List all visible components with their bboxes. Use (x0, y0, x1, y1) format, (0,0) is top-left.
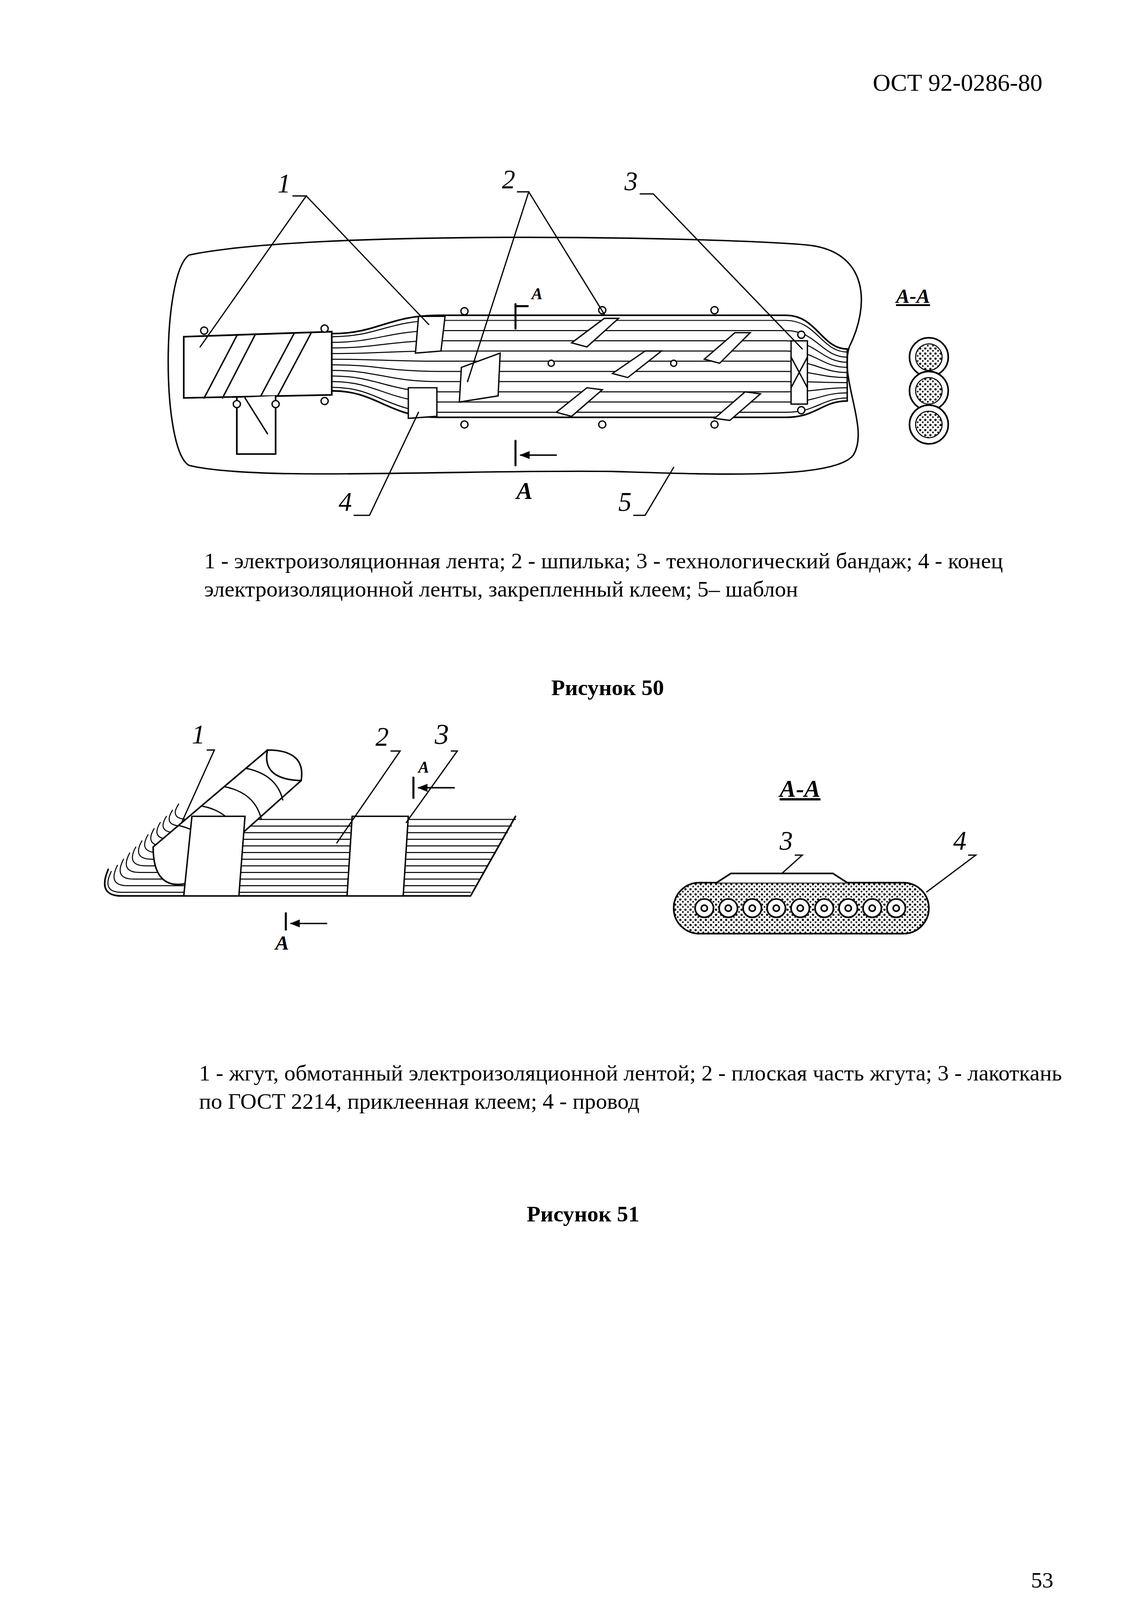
callout-number: 3 (432, 716, 451, 753)
section-letter: А (273, 930, 292, 957)
leader-line (181, 750, 976, 892)
section-title: А-А (777, 773, 823, 805)
callout-number: 2 (373, 720, 391, 755)
figure-caption: Рисунок 50 (551, 673, 664, 703)
section-title: А-А (894, 283, 933, 310)
bandage (791, 340, 808, 405)
callout-number: 2 (500, 163, 517, 197)
figure-legend: 1 - электроизоляционная лента; 2 - шпиль… (203, 547, 1021, 604)
branch (236, 396, 276, 455)
cross-section (909, 338, 949, 445)
section-letter: А (416, 757, 432, 778)
figure-51 (104, 750, 976, 934)
cross-section (673, 873, 929, 934)
section-mark (515, 304, 557, 466)
document-code: ОСТ 92-0286-80 (872, 67, 1043, 99)
figure-legend: 1 - жгут, обмотанный электроизоляционной… (198, 1059, 1077, 1116)
pin (200, 306, 805, 428)
section-letter: А (529, 283, 545, 305)
tape-band (408, 316, 761, 421)
callout-number: 3 (777, 824, 795, 859)
section-letter: А (514, 475, 535, 507)
figure-50 (168, 192, 949, 516)
figure-caption: Рисунок 51 (526, 1200, 640, 1229)
template-outline (168, 237, 862, 475)
callout-number: 1 (189, 718, 207, 752)
cloth-band (183, 816, 409, 897)
callout-number: 1 (275, 167, 293, 201)
callout-number: 3 (622, 165, 640, 199)
callout-number: 5 (616, 485, 634, 520)
taped-section (183, 331, 332, 398)
section-mark (285, 777, 454, 934)
callout-number: 4 (951, 824, 969, 859)
leader-line (200, 192, 803, 516)
page-number: 53 (1031, 1566, 1054, 1595)
callout-number: 4 (336, 485, 354, 520)
